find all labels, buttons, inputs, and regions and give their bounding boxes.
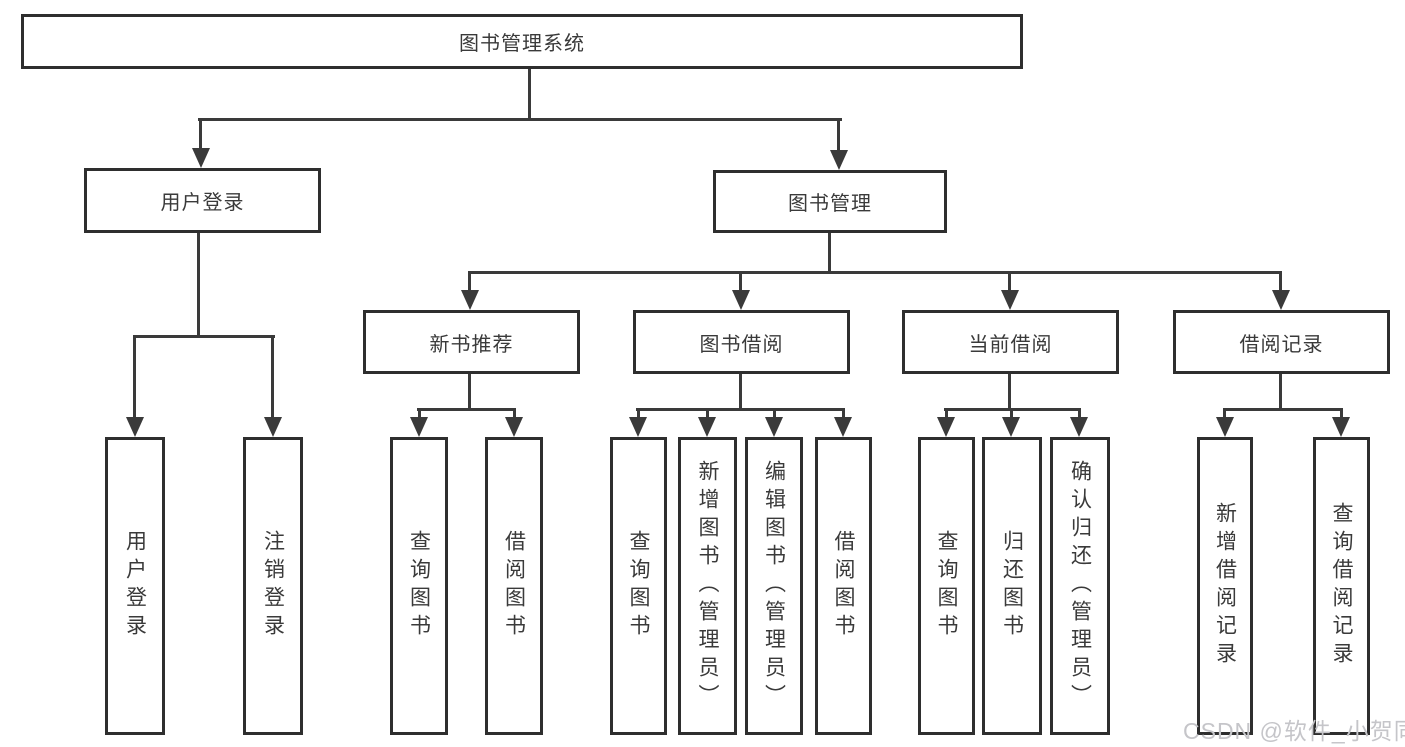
arrowhead-groupB4-icon <box>834 417 852 437</box>
arrowhead-login-child2-icon <box>264 417 282 437</box>
node-current-borrow-label: 当前借阅 <box>968 333 1053 356</box>
connector-groupB4-stub <box>842 408 845 419</box>
node-query-borrow-record: 查询借阅记录 <box>1313 437 1370 735</box>
node-new-book-recommend-label: 新书推荐 <box>429 333 514 356</box>
connector-login-child1-stub <box>133 335 136 417</box>
arrowhead-groupB1-icon <box>629 417 647 437</box>
connector-groupC2-stub <box>1010 408 1013 419</box>
node-borrow-query-books-label: 查询图书 <box>627 530 650 642</box>
connector-groupA1-stub <box>418 408 421 419</box>
connector-groupD-rail <box>1223 408 1343 411</box>
connector-groupC-trunk <box>1008 374 1011 408</box>
connector-borrow-stub <box>739 271 742 290</box>
node-borrow-records: 借阅记录 <box>1173 310 1390 374</box>
node-query-borrow-record-label: 查询借阅记录 <box>1330 502 1353 670</box>
node-borrow-records-label: 借阅记录 <box>1239 333 1324 356</box>
connector-book-mgmt-stub <box>837 118 840 152</box>
arrowhead-recommend-icon <box>461 290 479 310</box>
connector-level2-rail <box>198 118 842 121</box>
node-borrow-borrow-books-label: 借阅图书 <box>832 530 855 642</box>
node-library-system: 图书管理系统 <box>21 14 1023 69</box>
connector-groupA2-stub <box>513 408 516 419</box>
node-add-books-admin-label: 新增图书（管理员） <box>696 460 719 712</box>
connector-groupB3-stub <box>773 408 776 419</box>
node-user-login-branch-label: 用户登录 <box>160 192 245 214</box>
connector-groupB1-stub <box>637 408 640 419</box>
node-current-query-books-label: 查询图书 <box>935 530 958 642</box>
arrowhead-user-login-icon <box>192 148 210 168</box>
arrowhead-groupC1-icon <box>937 417 955 437</box>
node-user-login-branch: 用户登录 <box>84 168 321 233</box>
arrowhead-groupA1-icon <box>410 417 428 437</box>
connector-level3-rail <box>468 271 1282 274</box>
connector-login-rail <box>133 335 275 338</box>
connector-recommend-stub <box>468 271 471 290</box>
arrowhead-borrow-icon <box>732 290 750 310</box>
node-user-login: 用户登录 <box>105 437 165 735</box>
connector-groupD2-stub <box>1340 408 1343 419</box>
node-borrow-borrow-books: 借阅图书 <box>815 437 872 735</box>
connector-login-trunk <box>197 233 200 335</box>
arrowhead-records-icon <box>1272 290 1290 310</box>
node-add-borrow-record: 新增借阅记录 <box>1197 437 1253 735</box>
node-return-books-label: 归还图书 <box>1000 530 1024 642</box>
node-edit-books-admin: 编辑图书（管理员） <box>745 437 803 735</box>
connector-groupB2-stub <box>706 408 709 419</box>
node-new-book-recommend: 新书推荐 <box>363 310 580 374</box>
node-add-books-admin: 新增图书（管理员） <box>678 437 737 735</box>
connector-user-login-stub <box>199 118 202 150</box>
arrowhead-book-mgmt-icon <box>830 150 848 170</box>
arrowhead-groupB3-icon <box>765 417 783 437</box>
connector-records-stub <box>1279 271 1282 290</box>
node-edit-books-admin-label: 编辑图书（管理员） <box>762 460 786 712</box>
node-logout-label: 注销登录 <box>261 530 285 642</box>
node-user-login-label: 用户登录 <box>123 530 147 642</box>
node-current-query-books: 查询图书 <box>918 437 975 735</box>
node-recommend-borrow-books-label: 借阅图书 <box>502 530 526 642</box>
arrowhead-current-icon <box>1001 290 1019 310</box>
connector-groupB-rail <box>636 408 845 411</box>
arrowhead-login-child1-icon <box>126 417 144 437</box>
csdn-watermark: CSDN @软件_小贺同学 <box>1183 718 1405 744</box>
arrowhead-groupD2-icon <box>1332 417 1350 437</box>
connector-groupA-rail <box>417 408 516 411</box>
node-confirm-return-admin-label: 确认归还（管理员） <box>1068 460 1092 712</box>
connector-groupD1-stub <box>1223 408 1226 419</box>
node-return-books: 归还图书 <box>982 437 1042 735</box>
connector-groupA-trunk <box>468 374 471 408</box>
node-confirm-return-admin: 确认归还（管理员） <box>1050 437 1110 735</box>
connector-groupD-trunk <box>1279 374 1282 408</box>
connector-groupC1-stub <box>945 408 948 419</box>
arrowhead-groupA2-icon <box>505 417 523 437</box>
connector-mgmt-trunk <box>828 233 831 271</box>
node-book-management-label: 图书管理 <box>788 193 872 215</box>
node-library-system-label: 图书管理系统 <box>459 33 585 55</box>
connector-groupB-trunk <box>739 374 742 408</box>
node-book-borrow-label: 图书借阅 <box>699 333 784 356</box>
connector-current-stub <box>1008 271 1011 290</box>
node-recommend-borrow-books: 借阅图书 <box>485 437 543 735</box>
node-recommend-query-books-label: 查询图书 <box>407 530 431 642</box>
arrowhead-groupC3-icon <box>1070 417 1088 437</box>
connector-root-trunk <box>528 69 531 118</box>
node-logout: 注销登录 <box>243 437 303 735</box>
arrowhead-groupB2-icon <box>698 417 716 437</box>
connector-login-child2-stub <box>271 335 274 417</box>
arrowhead-groupC2-icon <box>1002 417 1020 437</box>
arrowhead-groupD1-icon <box>1216 417 1234 437</box>
node-book-management: 图书管理 <box>713 170 947 233</box>
node-add-borrow-record-label: 新增借阅记录 <box>1213 502 1237 670</box>
connector-groupC3-stub <box>1078 408 1081 419</box>
node-current-borrow: 当前借阅 <box>902 310 1119 374</box>
node-recommend-query-books: 查询图书 <box>390 437 448 735</box>
node-book-borrow: 图书借阅 <box>633 310 850 374</box>
node-borrow-query-books: 查询图书 <box>610 437 667 735</box>
